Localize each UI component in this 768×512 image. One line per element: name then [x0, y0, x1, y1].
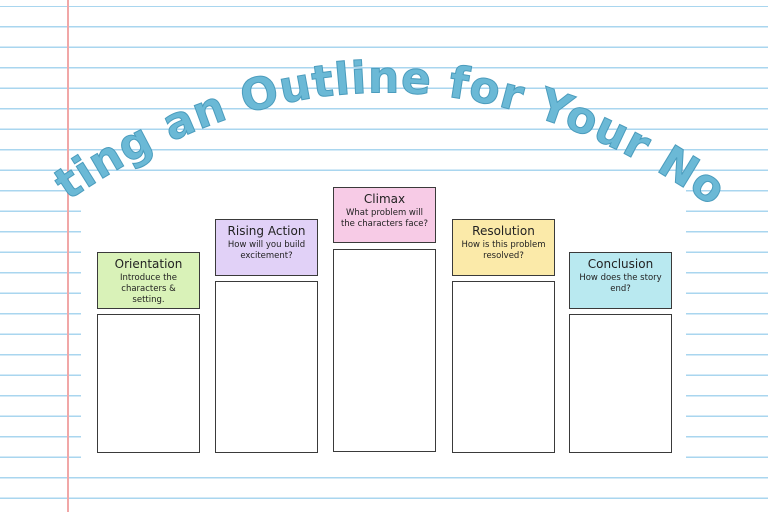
stage-conclusion-writing-box[interactable]	[569, 314, 672, 453]
stage-conclusion-prompt: How does the story end?	[579, 273, 662, 294]
stage-rising-action-title: Rising Action	[227, 224, 306, 238]
stage-climax-prompt: What problem will the characters face?	[340, 208, 429, 229]
stage-rising-action-prompt: How will you build excitement?	[227, 240, 306, 261]
stage-orientation-prompt: Introduce the characters & setting.	[119, 273, 178, 305]
stage-resolution-header: Resolution How is this problem resolved?	[452, 219, 555, 276]
stage-rising-action-writing-box[interactable]	[215, 281, 318, 453]
stage-conclusion-title: Conclusion	[587, 257, 654, 271]
paper-margin-line	[67, 0, 69, 512]
stage-conclusion-header: Conclusion How does the story end?	[569, 252, 672, 309]
stage-climax-header: Climax What problem will the characters …	[333, 187, 436, 243]
stage-resolution-prompt: How is this problem resolved?	[461, 240, 546, 261]
stage-resolution-writing-box[interactable]	[452, 281, 555, 453]
stage-orientation-header: Orientation Introduce the characters & s…	[97, 252, 200, 309]
stage-climax-writing-box[interactable]	[333, 249, 436, 452]
stage-climax-title: Climax	[363, 192, 406, 206]
stage-orientation-title: Orientation	[114, 257, 183, 271]
stage-resolution-title: Resolution	[472, 224, 535, 238]
stage-rising-action-header: Rising Action How will you build excitem…	[215, 219, 318, 276]
stage-orientation-writing-box[interactable]	[97, 314, 200, 453]
